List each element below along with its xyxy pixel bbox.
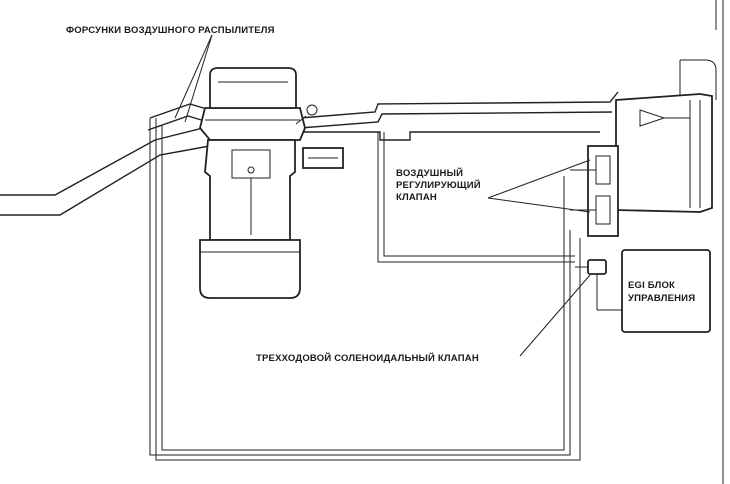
air-line-top <box>299 91 619 141</box>
water-trap <box>302 147 344 169</box>
air-pump <box>615 59 717 213</box>
label-egi-line2: УПРАВЛЕНИЯ <box>628 293 695 304</box>
label-solenoid: ТРЕХХОДОВОЙ СОЛЕНОИДАЛЬНЫЙ КЛАПАН <box>256 352 479 364</box>
air-regulating-valve <box>570 145 619 237</box>
label-air-injectors: ФОРСУНКИ ВОЗДУШНОГО РАСПЫЛИТЕЛЯ <box>66 25 275 36</box>
intake-manifold <box>199 107 306 141</box>
label-egi-line1: EGI БЛОК <box>628 280 675 291</box>
vacuum-lines <box>149 118 581 461</box>
engine-block <box>199 139 301 299</box>
label-air-valve-line2: РЕГУЛИРУЮЩИЙ <box>396 179 481 191</box>
text-labels: ФОРСУНКИ ВОЗДУШНОГО РАСПЫЛИТЕЛЯ ВОЗДУШНЫ… <box>66 25 695 364</box>
intake-duct <box>0 124 216 216</box>
egi-control-unit <box>621 249 711 333</box>
three-way-solenoid-valve <box>575 259 622 311</box>
label-air-valve-line3: КЛАПАН <box>396 192 437 203</box>
label-leaders <box>174 34 591 357</box>
label-air-valve-line1: ВОЗДУШНЫЙ <box>396 167 463 179</box>
air-cleaner <box>209 67 318 125</box>
page-frame <box>715 0 724 484</box>
